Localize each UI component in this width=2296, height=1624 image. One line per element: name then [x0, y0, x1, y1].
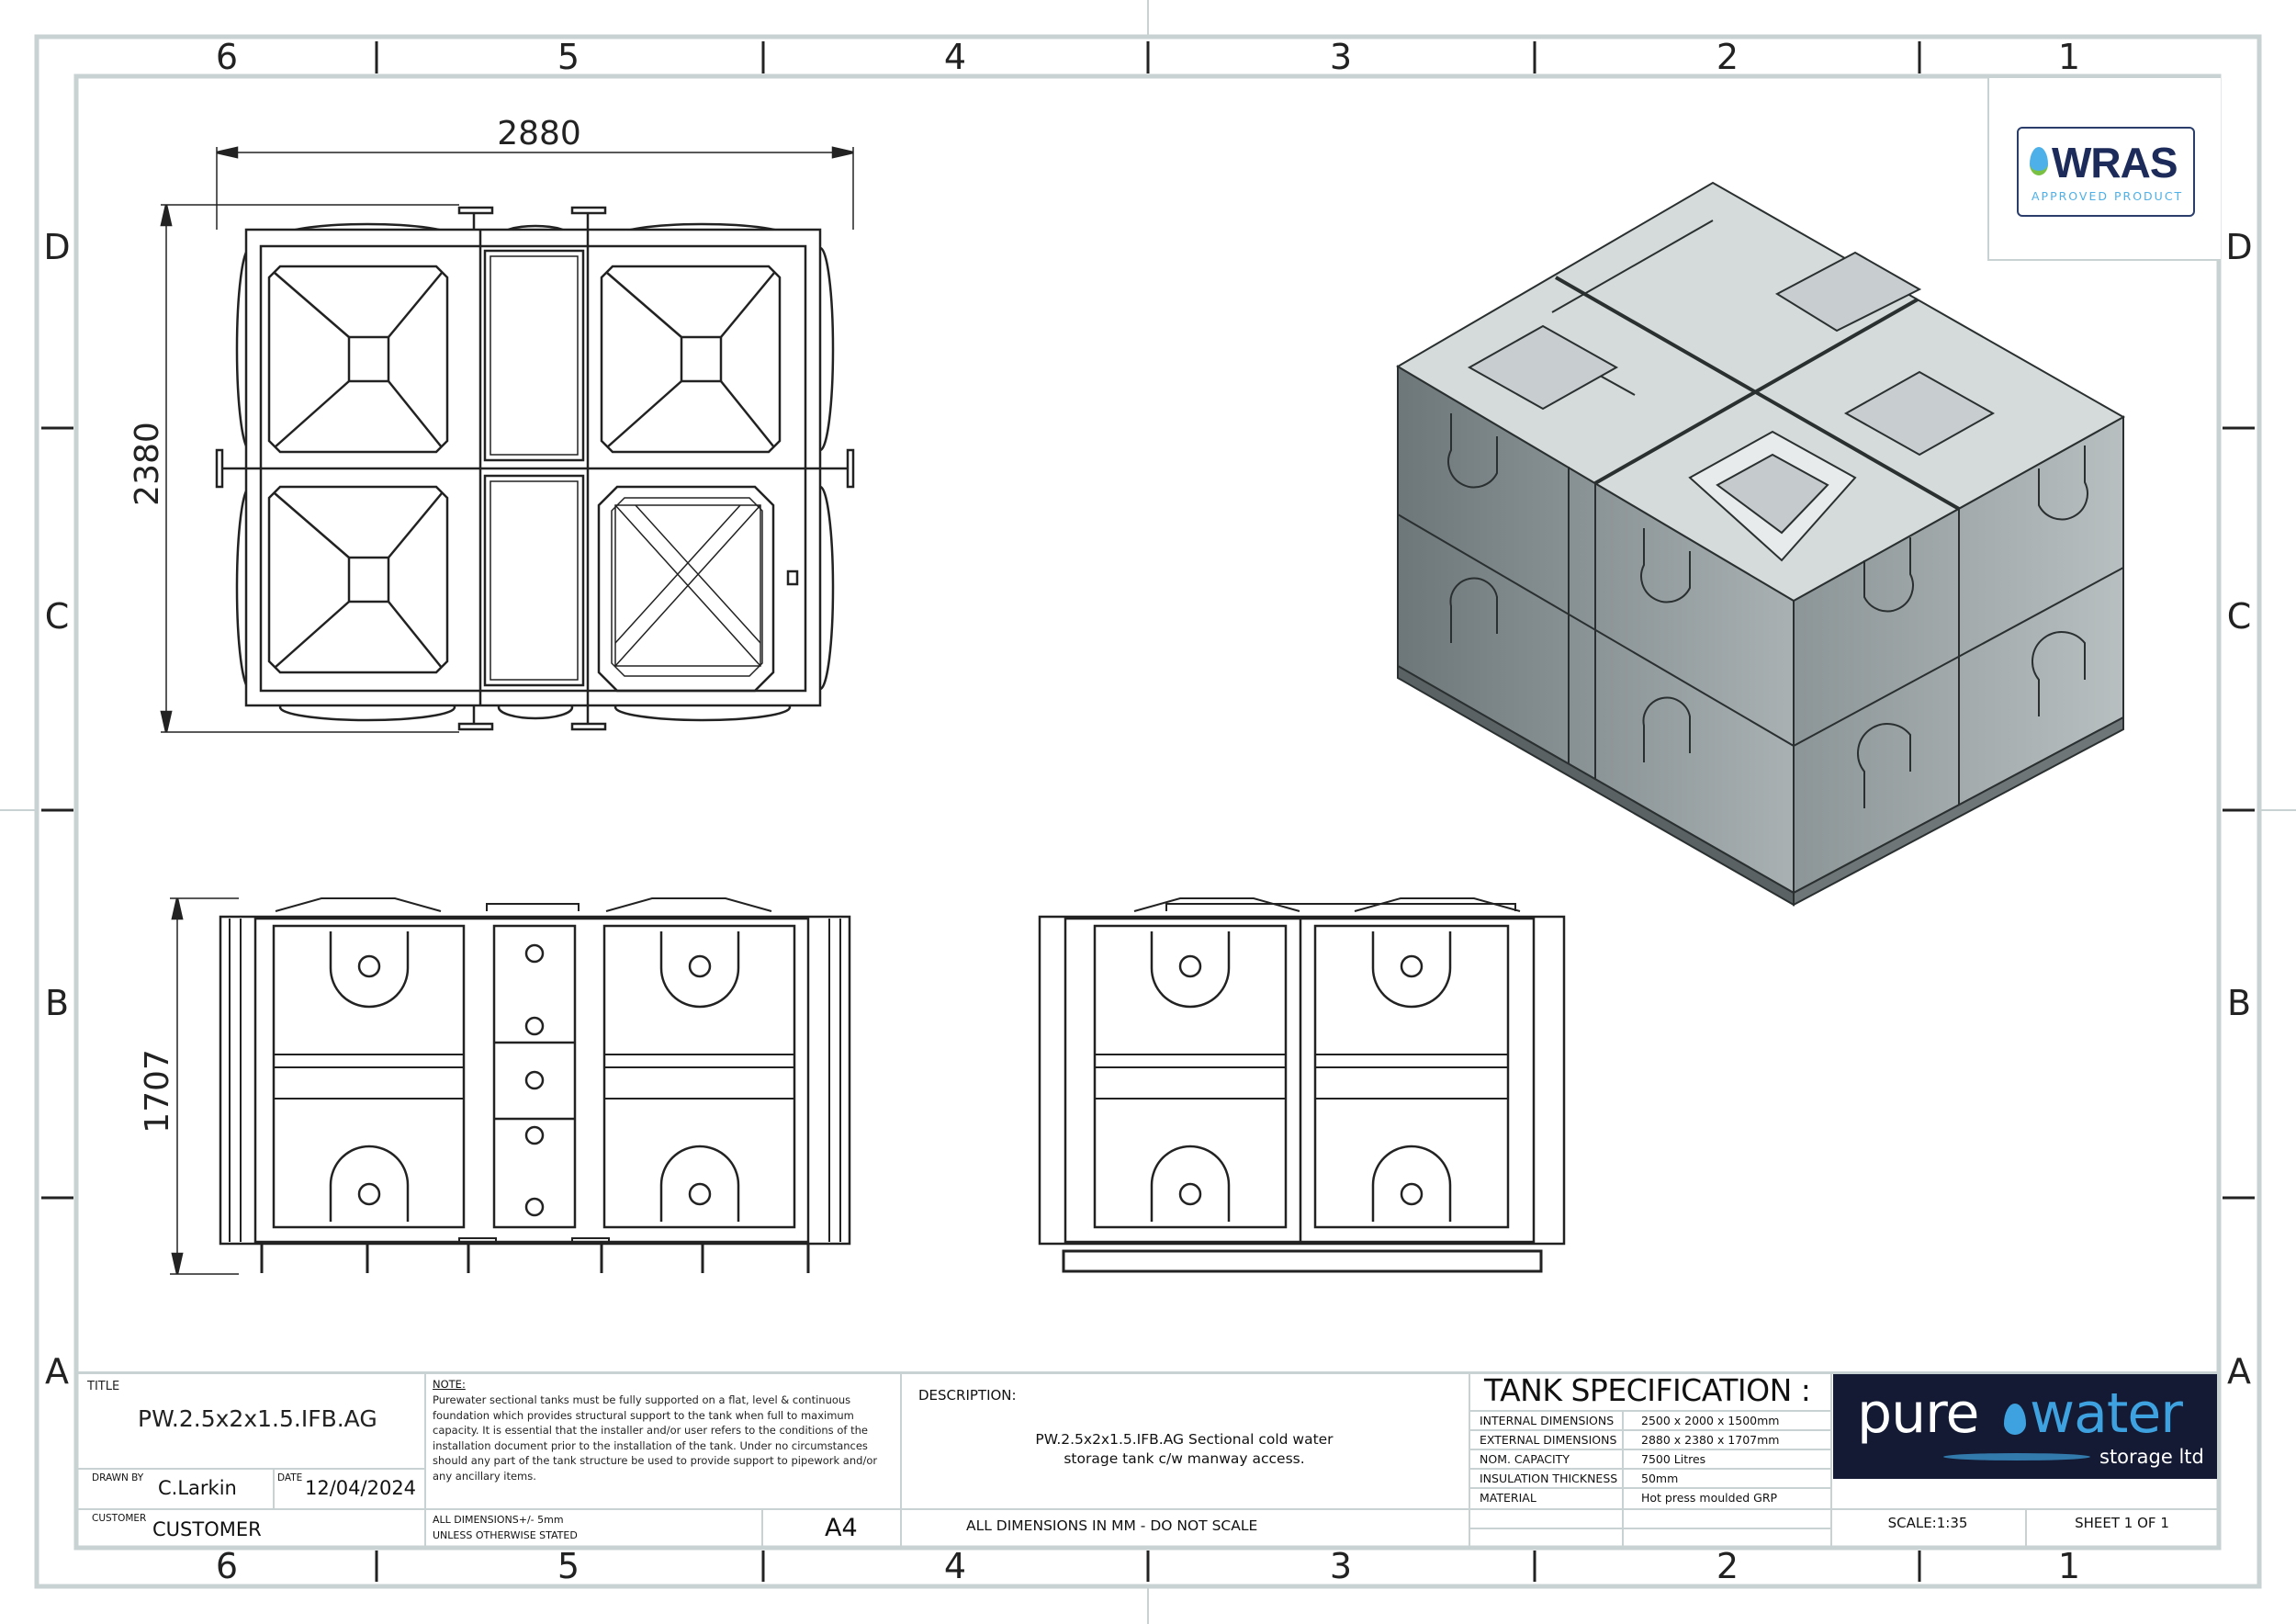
logo-swoosh: [1943, 1453, 2090, 1460]
units-note: ALL DIMENSIONS IN MM - DO NOT SCALE: [966, 1517, 1258, 1534]
spec-heading: TANK SPECIFICATION :: [1484, 1372, 1811, 1408]
wras-logo-tagline: APPROVED PRODUCT: [2032, 189, 2184, 203]
logo-word-pure: pure: [1857, 1382, 1979, 1446]
spec-row-capacity: NOM. CAPACITY 7500 Litres: [1469, 1449, 1830, 1470]
zone-row-c: C: [45, 596, 70, 637]
tolerance-line1: ALL DIMENSIONS+/- 5mm: [433, 1514, 564, 1526]
dimension-depth: [160, 204, 459, 733]
dimension-height: [170, 897, 239, 1275]
note-text: Purewater sectional tanks must be fully …: [433, 1393, 878, 1483]
date-label: DATE: [277, 1472, 303, 1483]
wall-panel: [1313, 924, 1510, 1229]
drawn-by-value: C.Larkin: [158, 1477, 237, 1499]
spec-label: MATERIAL: [1480, 1491, 1536, 1505]
zone-col-2: 2: [1716, 37, 1739, 77]
front-elevation: 1707: [139, 897, 851, 1275]
dimension-height-label: 1707: [139, 1049, 176, 1133]
description-line1: PW.2.5x2x1.5.IFB.AG Sectional cold water: [1035, 1431, 1334, 1448]
zone-row-b-right: B: [2227, 983, 2251, 1023]
zone-col-2-bottom: 2: [1716, 1546, 1739, 1586]
roof-panel: [267, 485, 449, 674]
date-value: 12/04/2024: [305, 1477, 417, 1499]
narrow-wall-panel: [492, 924, 577, 1229]
spec-label: EXTERNAL DIMENSIONS: [1480, 1433, 1617, 1447]
zone-col-1: 1: [2058, 37, 2080, 77]
roof-panel: [600, 265, 782, 454]
note-label: NOTE:: [433, 1378, 466, 1391]
zone-row-d: D: [43, 227, 70, 267]
dimension-depth-label: 2380: [129, 422, 166, 506]
spec-value: 2880 x 2380 x 1707mm: [1641, 1433, 1780, 1447]
zone-dividers: [41, 41, 2255, 1582]
wall-panel: [272, 924, 466, 1229]
zone-col-5: 5: [557, 37, 580, 77]
spec-row-insulation: INSULATION THICKNESS 50mm: [1469, 1468, 1830, 1489]
description-label: DESCRIPTION:: [918, 1387, 1017, 1404]
flat-roof-panel: [483, 474, 585, 687]
spec-value: 2500 x 2000 x 1500mm: [1641, 1414, 1780, 1427]
zone-row-b: B: [45, 983, 69, 1023]
spec-row-external: EXTERNAL DIMENSIONS 2880 x 2380 x 1707mm: [1469, 1429, 1830, 1450]
logo-sub: storage ltd: [2099, 1446, 2204, 1468]
zone-col-4-bottom: 4: [944, 1546, 966, 1586]
spec-value: Hot press moulded GRP: [1641, 1491, 1778, 1505]
zone-labels: 6 5 4 3 2 1 6 5 4 3 2 1 D C B A D C B A: [43, 37, 2252, 1586]
zone-col-1-bottom: 1: [2058, 1546, 2080, 1586]
zone-row-d-right: D: [2225, 227, 2252, 267]
spec-value: 50mm: [1641, 1472, 1679, 1485]
wras-logo-text: WRAS: [2052, 139, 2178, 186]
zone-row-a: A: [45, 1351, 69, 1392]
logo-word-water: water: [2030, 1382, 2183, 1446]
drawing-title: PW.2.5x2x1.5.IFB.AG: [138, 1405, 377, 1432]
water-drop-icon: [2004, 1404, 2026, 1435]
zone-row-a-right: A: [2227, 1351, 2251, 1392]
zone-col-6: 6: [216, 37, 238, 77]
wall-panel: [1093, 924, 1288, 1229]
customer-label: CUSTOMER: [92, 1513, 147, 1524]
title-label: TITLE: [87, 1380, 120, 1393]
wras-logo: WRAS APPROVED PRODUCT: [2017, 127, 2195, 217]
dimension-width-label: 2880: [497, 115, 581, 152]
roof-panel: [267, 265, 449, 454]
zone-col-3: 3: [1330, 37, 1352, 77]
spec-label: INSULATION THICKNESS: [1480, 1472, 1618, 1485]
spec-label: NOM. CAPACITY: [1480, 1452, 1570, 1466]
top-view: 2880 2380: [129, 115, 855, 733]
zone-col-6-bottom: 6: [216, 1546, 238, 1586]
isometric-view: [1396, 181, 2126, 907]
zone-row-c-right: C: [2227, 596, 2252, 637]
customer-value: CUSTOMER: [152, 1518, 262, 1540]
spec-label: INTERNAL DIMENSIONS: [1480, 1414, 1615, 1427]
scale: SCALE:1:35: [1887, 1515, 1968, 1531]
description-line2: storage tank c/w manway access.: [1064, 1450, 1305, 1467]
spec-value: 7500 Litres: [1641, 1452, 1706, 1466]
drawn-by-label: DRAWN BY: [92, 1472, 144, 1483]
paper-size: A4: [825, 1514, 858, 1542]
water-drop-icon: [2030, 147, 2048, 175]
purewater-logo: pure water storage ltd: [1833, 1374, 2217, 1479]
wall-panel: [602, 924, 796, 1229]
spec-row-material: MATERIAL Hot press moulded GRP: [1469, 1487, 1830, 1508]
flat-roof-panel: [483, 249, 585, 462]
spec-row-internal: INTERNAL DIMENSIONS 2500 x 2000 x 1500mm: [1469, 1410, 1830, 1431]
zone-col-3-bottom: 3: [1330, 1546, 1352, 1586]
manway-hatch: [597, 485, 799, 693]
zone-col-4: 4: [944, 37, 966, 77]
zone-col-5-bottom: 5: [557, 1546, 580, 1586]
side-elevation: [1038, 897, 1566, 1273]
wras-logo-box: WRAS APPROVED PRODUCT: [1987, 78, 2221, 261]
tolerance-line2: UNLESS OTHERWISE STATED: [433, 1529, 578, 1541]
dimension-width: [216, 146, 854, 230]
sheet-number: SHEET 1 OF 1: [2075, 1515, 2169, 1531]
